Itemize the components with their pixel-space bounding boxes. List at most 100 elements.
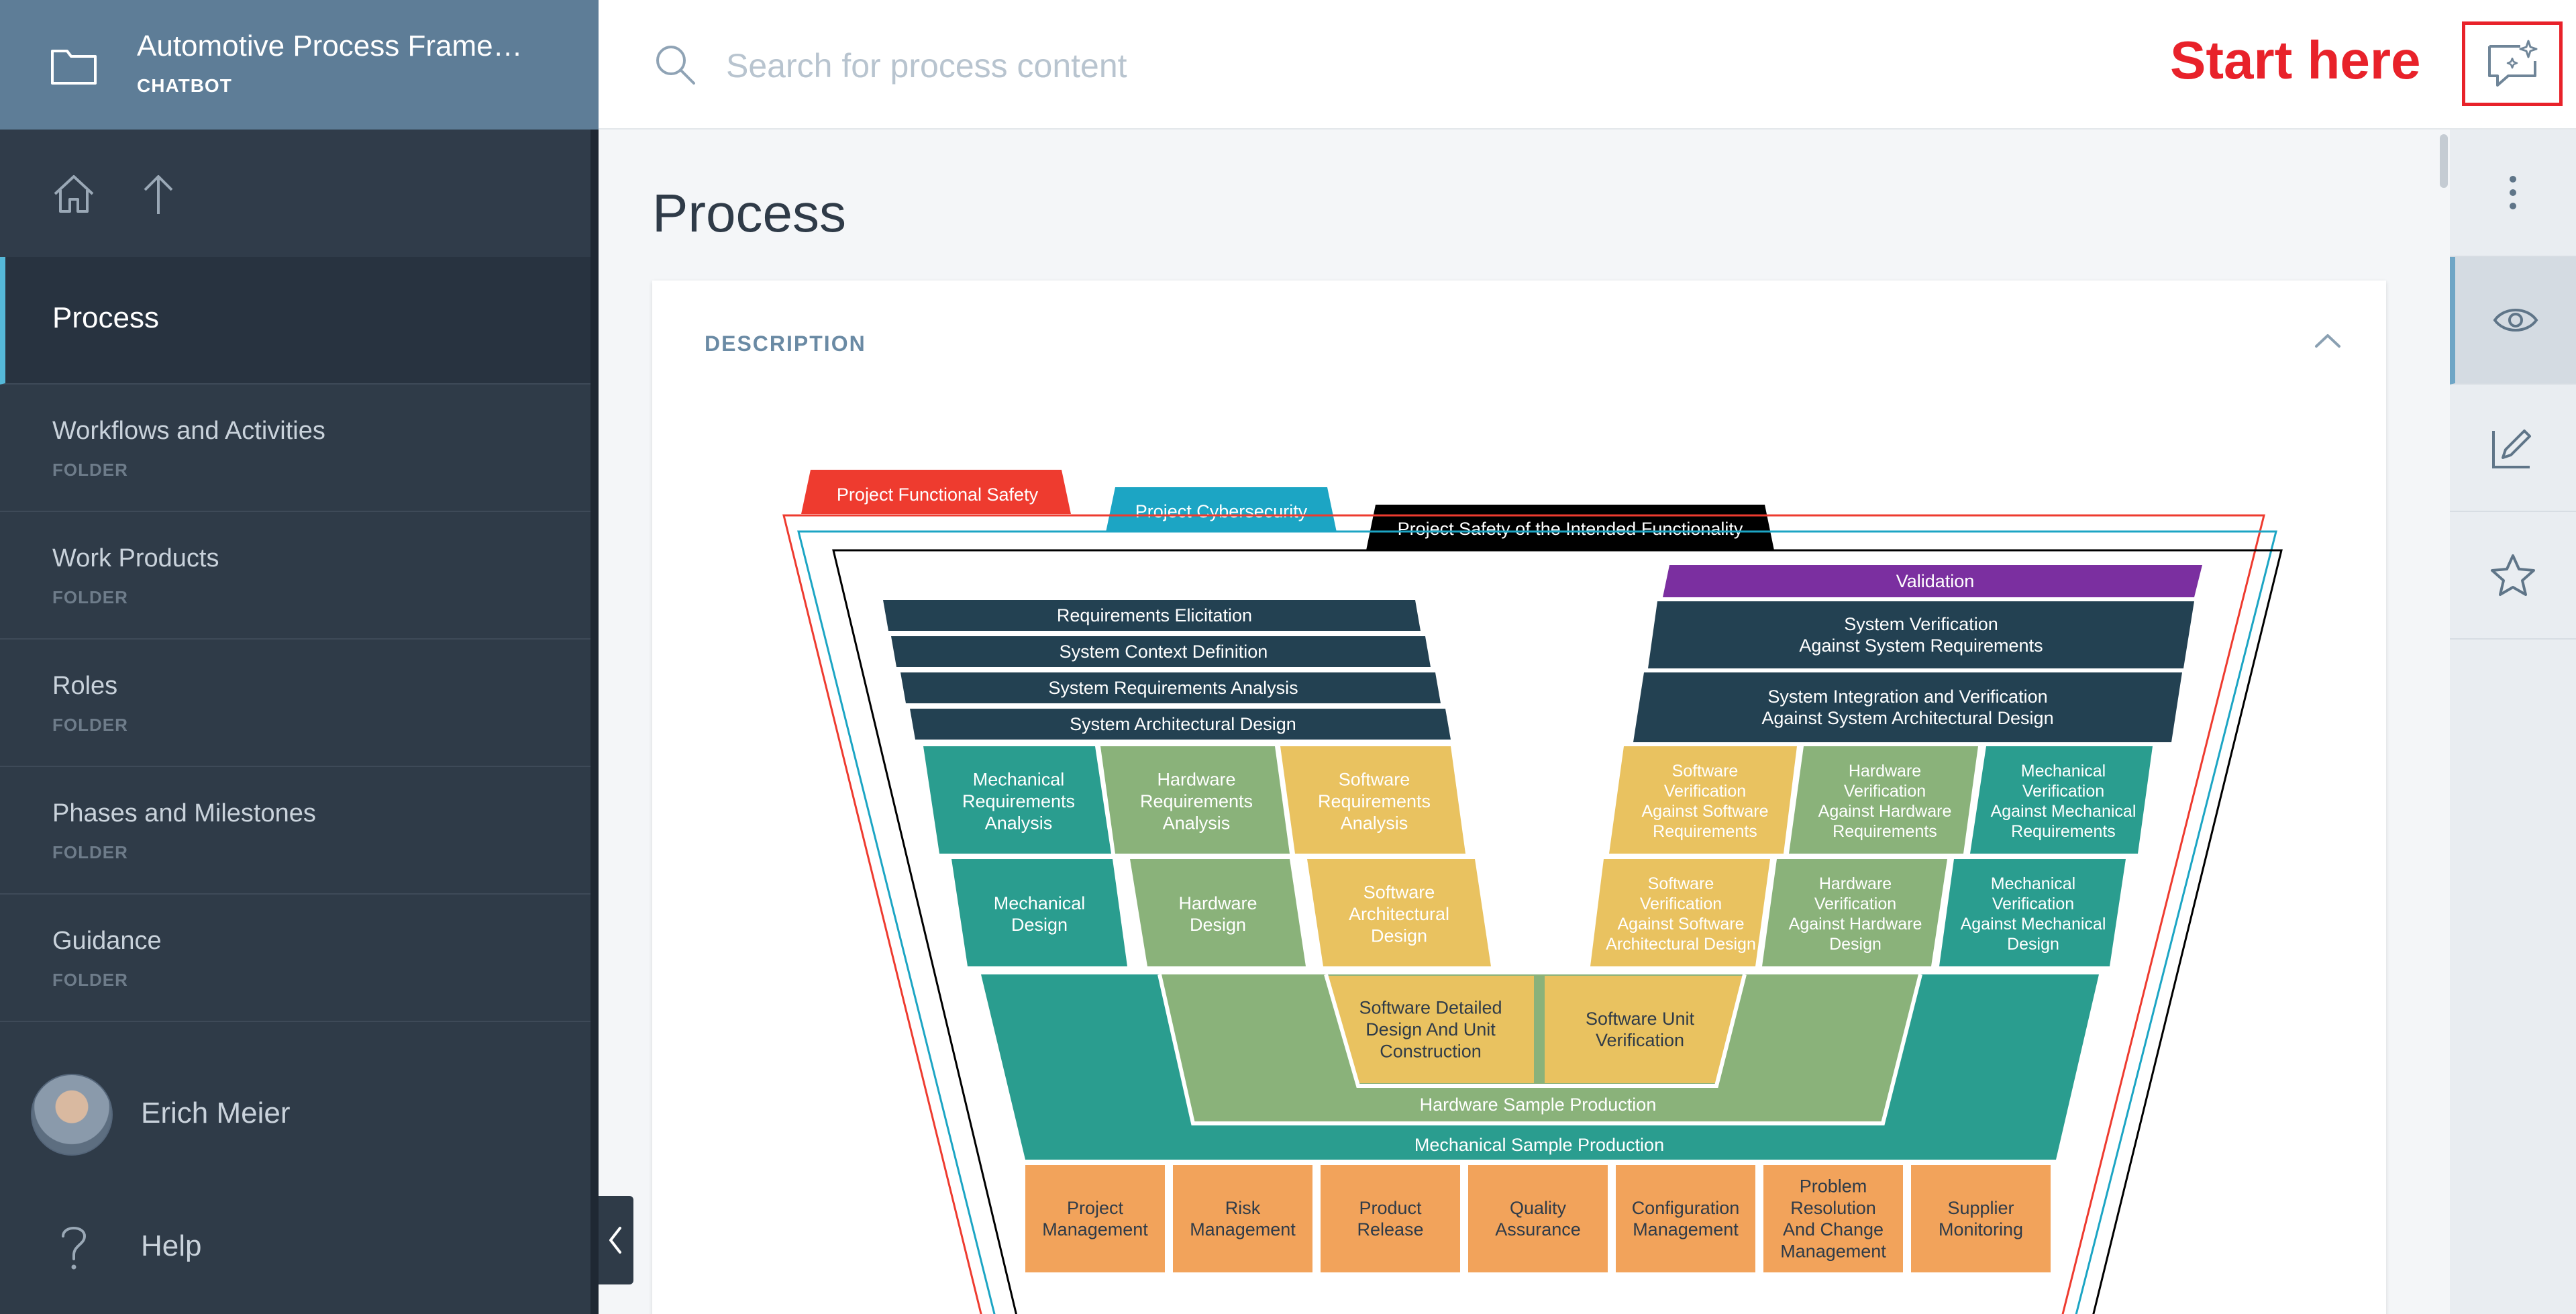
requirements-analysis-block <box>1100 746 1290 854</box>
block-label: Software <box>1363 882 1435 903</box>
block-label: Verification <box>2022 782 2104 801</box>
block-label: Architectural <box>1349 904 1449 924</box>
support-process-box <box>1911 1165 2051 1272</box>
sidebar: Automotive Process Frame… CHATBOT Proces… <box>0 0 599 1314</box>
arrow-up-icon[interactable] <box>137 170 180 218</box>
block-label: Verification <box>1664 782 1746 801</box>
block-label: Software Unit <box>1586 1009 1695 1029</box>
support-process-label: Product <box>1359 1198 1422 1218</box>
system-bar <box>900 672 1441 703</box>
support-process-label: Management <box>1633 1219 1739 1240</box>
tab-project-cybersecurity <box>1106 487 1337 532</box>
sidebar-item-work-products[interactable]: Work Products FOLDER <box>0 512 590 640</box>
block-label: Design <box>1371 925 1427 946</box>
support-process-label: Monitoring <box>1939 1219 2023 1240</box>
user-profile[interactable]: Erich Meier <box>0 1047 590 1181</box>
block-label: Against Hardware <box>1789 915 1922 933</box>
sidebar-item-type: FOLDER <box>52 715 128 735</box>
system-bar <box>883 600 1421 631</box>
sidebar-item-process[interactable]: Process <box>0 257 590 385</box>
block-label: Mechanical <box>994 893 1086 913</box>
sample-production-label: Hardware Sample Production <box>1420 1095 1657 1115</box>
system-bar-label: System Requirements Analysis <box>1048 678 1298 698</box>
more-vertical-icon <box>2510 176 2516 209</box>
eye-icon <box>2493 309 2538 332</box>
sidebar-item-workflows[interactable]: Workflows and Activities FOLDER <box>0 385 590 512</box>
block-label: Analysis <box>1163 813 1231 833</box>
block-label: Verification <box>1640 895 1722 913</box>
requirements-analysis-block <box>1280 746 1465 854</box>
block-label: Against Software <box>1642 802 1769 821</box>
validation-bar <box>1663 565 2202 597</box>
system-verification-block <box>1648 601 2194 668</box>
support-process-box <box>1616 1165 1755 1272</box>
support-process-label: Supplier <box>1947 1198 2014 1218</box>
search-input[interactable] <box>726 38 1733 94</box>
requirements-verification-block <box>1609 746 1797 854</box>
system-block-label: Against System Architectural Design <box>1761 708 2053 728</box>
software-detailed-design-block <box>1326 976 1534 1083</box>
v-separator-line <box>1157 974 1922 1125</box>
tab-label: Project Cybersecurity <box>1135 501 1308 521</box>
nav-icon-bar <box>0 130 599 257</box>
software-unit-verification-block <box>1545 976 1743 1083</box>
support-process-box <box>1025 1165 1165 1272</box>
system-bar-label: System Architectural Design <box>1070 714 1296 734</box>
main-scrollbar-thumb[interactable] <box>2440 134 2448 188</box>
support-process-label: Management <box>1190 1219 1296 1240</box>
block-label: Mechanical <box>973 770 1065 790</box>
more-options-button[interactable] <box>2450 130 2576 257</box>
v-separator-line <box>1324 974 1747 1088</box>
avatar <box>31 1074 113 1156</box>
block-label: Requirements <box>1833 822 1937 841</box>
sidebar-item-label: Roles <box>52 672 118 700</box>
top-bar: Start here <box>599 0 2576 130</box>
block-label: Software Detailed <box>1359 998 1502 1018</box>
folder-icon <box>51 50 97 85</box>
favorite-button[interactable] <box>2450 512 2576 640</box>
block-label: Analysis <box>1341 813 1408 833</box>
sidebar-item-label: Process <box>52 301 159 334</box>
block-label: Verification <box>1844 782 1926 801</box>
sidebar-item-type: FOLDER <box>52 460 128 480</box>
requirements-analysis-block <box>923 746 1111 854</box>
help-icon <box>62 1227 87 1270</box>
block-label: Design And Unit <box>1366 1019 1496 1040</box>
system-block-label: Against System Requirements <box>1799 636 2043 656</box>
view-mode-button[interactable] <box>2450 257 2576 385</box>
sidebar-item-label: Phases and Milestones <box>52 799 316 827</box>
support-process-label: Assurance <box>1495 1219 1581 1240</box>
block-label: Design <box>1829 935 1882 954</box>
block-label: Hardware <box>1849 762 1921 780</box>
sidebar-item-type: FOLDER <box>52 970 128 990</box>
chevron-up-icon[interactable] <box>2311 326 2345 353</box>
requirements-verification-block <box>1970 746 2153 854</box>
block-label: Against Hardware <box>1818 802 1952 821</box>
home-icon[interactable] <box>50 170 98 218</box>
block-label: Against Mechanical <box>1961 915 2106 933</box>
frame-sotif <box>832 549 2283 1314</box>
sample-production-label: Mechanical Sample Production <box>1414 1135 1664 1155</box>
collapse-sidebar-button[interactable] <box>599 1196 633 1284</box>
page-title: Process <box>652 183 846 243</box>
chatbot-button[interactable] <box>2462 21 2563 106</box>
sidebar-item-roles[interactable]: Roles FOLDER <box>0 640 590 767</box>
sidebar-item-phases[interactable]: Phases and Milestones FOLDER <box>0 767 590 895</box>
sidebar-item-guidance[interactable]: Guidance FOLDER <box>0 895 590 1022</box>
system-bar-label: System Context Definition <box>1060 642 1268 662</box>
sidebar-header[interactable]: Automotive Process Frame… CHATBOT <box>0 0 599 130</box>
edit-button[interactable] <box>2450 385 2576 512</box>
block-label: Hardware <box>1157 770 1235 790</box>
section-label[interactable]: DESCRIPTION <box>705 332 866 356</box>
help-link[interactable]: Help <box>0 1201 590 1288</box>
sidebar-scrollbar[interactable] <box>590 130 599 1314</box>
support-process-label: Resolution <box>1790 1198 1876 1218</box>
sidebar-item-label: Workflows and Activities <box>52 417 325 445</box>
system-block-label: System Verification <box>1844 614 1998 634</box>
block-label: Requirements <box>962 791 1075 811</box>
block-label: Mechanical <box>1991 874 2075 893</box>
design-verification-block <box>1590 859 1770 966</box>
search-icon <box>656 46 695 85</box>
